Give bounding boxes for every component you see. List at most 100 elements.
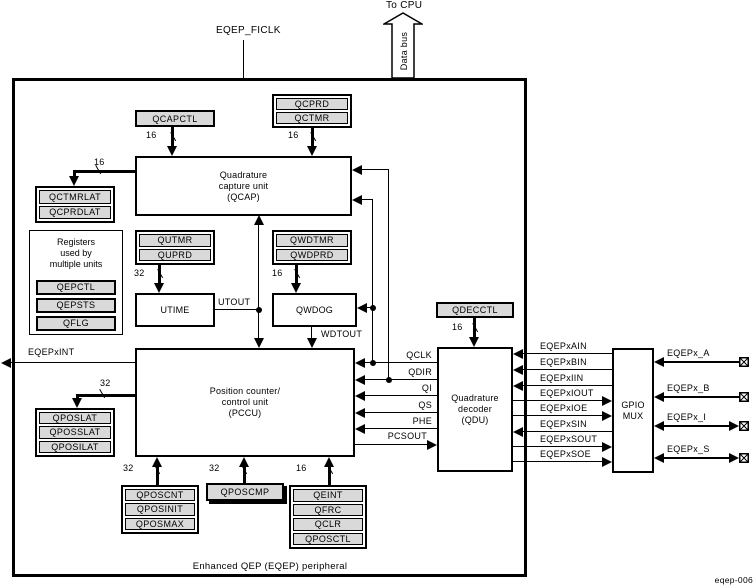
- shared-title-line3: multiple units: [49, 259, 103, 269]
- qclk-feedback-arrowhead: [352, 195, 362, 205]
- qposcnt-register: QPOSCNT: [125, 489, 195, 502]
- qcap-title-line2: capture unit: [218, 180, 269, 191]
- utime-buswidth: 32: [134, 268, 145, 278]
- shared-registers-box: Registers used by multiple units QEPCTL …: [29, 230, 123, 335]
- figure-id: eqep-006: [714, 575, 753, 585]
- eqepxiin-wire: [523, 385, 612, 387]
- eqepx-s-arrowhead-right: [729, 453, 739, 463]
- qutmr-quprd-stack: QUTMR QUPRD: [135, 230, 215, 265]
- eqepx-i-arrowhead-left: [654, 421, 664, 431]
- qlat-buswidth: 16: [94, 157, 105, 167]
- qepsts-register: QEPSTS: [36, 298, 116, 313]
- qdir-feedback-vertical: [388, 169, 390, 381]
- eqepxiin-label: EQEPxIIN: [540, 373, 584, 383]
- eqepxsin-wire: [523, 431, 612, 433]
- qdu-title-line2: decoder: [458, 404, 492, 414]
- qs-label: QS: [418, 400, 432, 410]
- eqepx-a-label: EQEPx_A: [667, 348, 710, 358]
- qwdtmr-qwdprd-stack: QWDTMR QWDPRD: [272, 230, 352, 265]
- phe-label: PHE: [412, 416, 432, 426]
- eqepx-b-pin-icon: [739, 392, 749, 402]
- qwdog-block: QWDOG: [272, 293, 357, 327]
- phe-wire: [365, 428, 437, 430]
- qi-wire: [365, 395, 437, 397]
- pccu-title-line2: control unit: [221, 397, 269, 407]
- wdtout-arrowhead: [307, 338, 317, 348]
- qdecctl-arrowhead: [469, 337, 479, 347]
- qclk-feedback-horizontal: [362, 199, 373, 201]
- eqepxsout-wire: [513, 446, 602, 448]
- qposlat-buswidth: 32: [100, 378, 111, 388]
- eqepxsoe-arrowhead: [602, 457, 612, 467]
- eqepxbin-label: EQEPxBIN: [540, 357, 587, 367]
- eqepx-s-arrowhead-left: [654, 453, 664, 463]
- eqepx-i-wire: [664, 425, 731, 427]
- peripheral-caption: Enhanced QEP (EQEP) peripheral: [192, 561, 348, 572]
- qi-arrowhead: [355, 391, 365, 401]
- qclk-feedback-vertical: [372, 199, 374, 363]
- qflg-register: QFLG: [36, 316, 116, 331]
- qclk-wire: [365, 362, 437, 364]
- eqepxioe-wire: [513, 415, 602, 417]
- qdecctl-register: QDECCTL: [436, 302, 514, 318]
- pcsout-wire: [355, 444, 428, 446]
- eqepxsoe-wire: [513, 461, 602, 463]
- eqepx-i-arrowhead-right: [729, 421, 739, 431]
- data-bus-label-wrap: Data bus: [384, 24, 424, 78]
- pcsout-label: PCSOUT: [387, 431, 427, 441]
- wdtout-label: WDTOUT: [321, 329, 363, 339]
- gpio-mux-title-line1: GPIO: [621, 399, 645, 410]
- gpio-mux-title-line2: MUX: [622, 410, 644, 421]
- eqepxbin-wire: [523, 369, 612, 371]
- shared-title-line1: Registers: [56, 237, 95, 247]
- eqepxsout-arrowhead: [602, 442, 612, 452]
- qfrc-register: QFRC: [293, 503, 363, 516]
- qposcnt-stack: QPOSCNT QPOSINIT QPOSMAX: [121, 485, 199, 534]
- qcap-title-line1: Quadrature: [219, 169, 268, 180]
- utime-title: UTIME: [160, 304, 190, 315]
- ficlk-label: EQEP_FICLK: [216, 25, 281, 36]
- eqepx-a-pin-icon: [739, 357, 749, 367]
- eqepxain-arrowhead: [513, 349, 523, 359]
- qctmr-arrowhead: [307, 146, 317, 156]
- qdu-block: Quadrature decoder (QDU): [437, 347, 513, 472]
- qdecctl-buswidth: 16: [452, 322, 463, 332]
- eqepx-b-label: EQEPx_B: [667, 383, 710, 393]
- qlat-wire-v: [73, 170, 76, 178]
- eqepx-a-arrowhead: [654, 357, 664, 367]
- pccu-block: Position counter/ control unit (PCCU): [135, 348, 355, 457]
- eqepx-i-label: EQEPx_I: [667, 412, 707, 422]
- qposcnt-buswidth: 32: [123, 463, 134, 473]
- eqepxain-label: EQEPxAIN: [540, 341, 587, 351]
- qeint-buswidth: 16: [296, 463, 307, 473]
- pccu-title-line3: (PCCU): [228, 408, 262, 418]
- qwdtmr-register: QWDTMR: [276, 234, 348, 247]
- qclk-label: QCLK: [406, 350, 432, 360]
- eqepxiout-wire: [513, 400, 602, 402]
- eqepxint-arrowhead: [1, 358, 11, 368]
- qs-arrowhead: [355, 408, 365, 418]
- qeint-stack: QEINT QFRC QCLR QPOSCTL: [289, 485, 367, 549]
- qposctl-register: QPOSCTL: [293, 532, 363, 545]
- ficlk-wire: [243, 40, 245, 78]
- qwdog-buswidth: 16: [272, 268, 283, 278]
- qposilat-register: QPOSILAT: [39, 440, 111, 453]
- gpio-mux-block: GPIO MUX: [612, 348, 654, 473]
- eqepx-i-pin-icon: [739, 421, 749, 431]
- eqepxiout-arrowhead: [602, 396, 612, 406]
- eqepx-s-label: EQEPx_S: [667, 444, 710, 454]
- qdir-feedback-arrowhead: [352, 165, 362, 175]
- utout-arrowhead-to-pccu: [254, 338, 264, 348]
- qlat-arrowhead: [69, 176, 79, 186]
- qwdog-title: QWDOG: [296, 304, 333, 315]
- qutmr-register: QUTMR: [139, 234, 211, 247]
- eqepx-b-wire: [664, 396, 740, 398]
- qwdog-arrowhead: [291, 283, 301, 293]
- qdir-arrowhead: [355, 375, 365, 385]
- qposcmp-wire: [243, 466, 246, 483]
- qcprd-qctmr-stack: QCPRD QCTMR: [272, 94, 352, 128]
- qwdog-qclk-arrowhead: [357, 303, 367, 313]
- qepctl-register: QEPCTL: [36, 280, 116, 295]
- qposlat-wire-v: [76, 394, 79, 400]
